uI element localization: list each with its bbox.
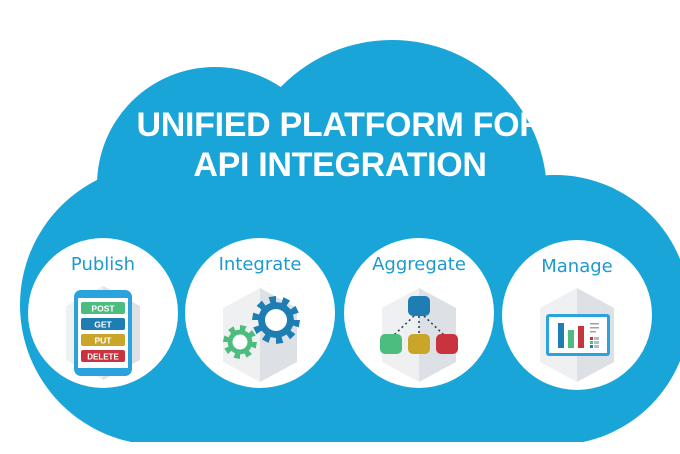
legend-swatch: [590, 337, 593, 340]
dashboard-chart-icon: [540, 288, 614, 382]
chart-bar: [558, 323, 564, 348]
headline-line-1: UNIFIED PLATFORM FOR: [136, 106, 544, 144]
cloud-baseline: [0, 442, 680, 454]
feature-label-aggregate: Aggregate: [372, 254, 466, 275]
phone-http-methods-icon: POST GET PUT DELETE: [66, 286, 140, 380]
headline-line-2: API INTEGRATION: [193, 146, 487, 184]
method-badge-put: [81, 334, 125, 346]
feature-label-manage: Manage: [541, 256, 613, 277]
method-badge-post: [81, 302, 125, 314]
method-badge-get: [81, 318, 125, 330]
parent-node: [408, 296, 430, 316]
gear-large-icon: [252, 296, 300, 344]
legend-line: [590, 323, 599, 325]
legend-swatch: [590, 345, 593, 348]
method-label: PUT: [95, 336, 113, 346]
feature-label-publish: Publish: [70, 254, 136, 275]
legend-text: [594, 341, 599, 344]
feature-label-integrate: Integrate: [218, 254, 302, 275]
method-label: POST: [91, 304, 115, 314]
chart-bar: [568, 330, 574, 348]
legend-text: [594, 345, 599, 348]
feature-card-aggregate[interactable]: Aggregate: [344, 238, 494, 388]
child-node-yellow: [408, 334, 430, 354]
gears-icon: [223, 288, 300, 382]
legend-line: [590, 327, 599, 329]
child-node-red: [436, 334, 458, 354]
feature-card-publish[interactable]: Publish POST GET PUT DELETE: [28, 238, 178, 388]
feature-card-manage[interactable]: Manage: [502, 240, 652, 390]
child-node-green: [380, 334, 402, 354]
chart-bar: [578, 326, 584, 348]
method-label: GET: [94, 320, 112, 330]
gear-small-icon: [223, 325, 257, 359]
hierarchy-icon: [380, 288, 458, 382]
feature-card-integrate[interactable]: Integrate: [185, 238, 335, 388]
legend-text: [594, 337, 599, 340]
method-label: DELETE: [87, 353, 119, 362]
legend-line: [590, 331, 596, 333]
method-badge-delete: [81, 350, 125, 362]
legend-swatch: [590, 341, 593, 344]
